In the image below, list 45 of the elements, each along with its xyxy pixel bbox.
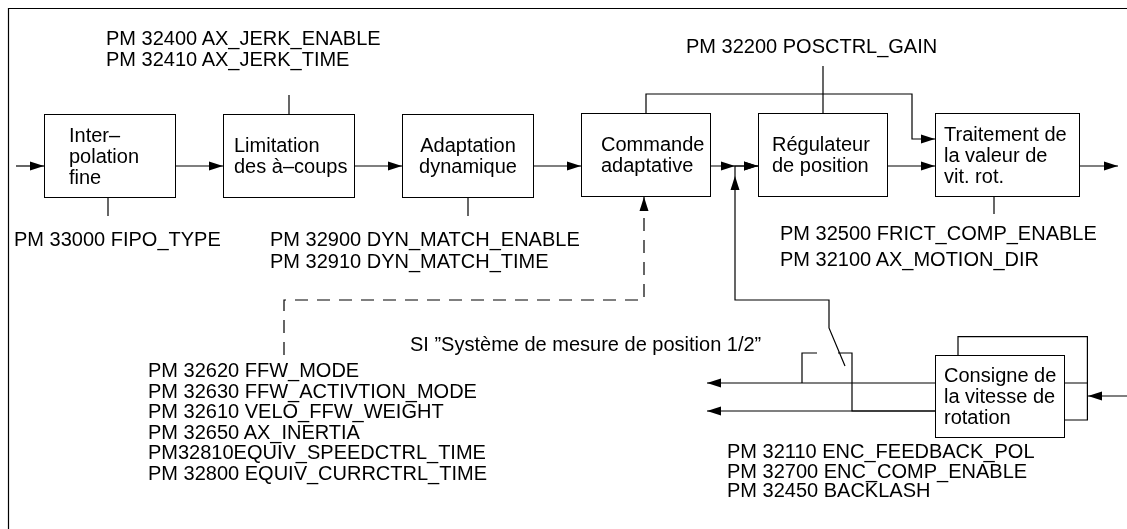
process-box	[223, 114, 355, 198]
parameter-text: PM 33000 FIPO_TYPE	[14, 229, 222, 250]
arrow	[175, 161, 224, 171]
arrow	[645, 93, 936, 144]
arrow	[706, 406, 936, 416]
parameter-text: PM 32900 DYN_MATCH_ENABLE	[270, 228, 581, 250]
process-box	[935, 113, 1080, 197]
box-label: Commande adaptative	[601, 134, 706, 176]
process-box	[402, 114, 534, 198]
parameter-text: PM 32620 FFW_MODE	[148, 360, 361, 381]
note-text: PM 32450 BACKLASH	[727, 481, 931, 501]
leader-line	[822, 65, 824, 114]
parameter-text: PM 32610 VELO_FFW_WEIGHT	[148, 401, 444, 422]
arrow	[354, 161, 403, 171]
stacked-process-box	[935, 336, 1088, 438]
parameter-text: PM 32100 AX_MOTION_DIR	[780, 247, 1040, 272]
parameter-text: PM 32410 AX_JERK_TIME	[106, 49, 350, 70]
leader-line	[467, 197, 469, 217]
note-text: PM 32110 ENC_FEEDBACK_POL	[727, 442, 1035, 462]
process-box	[44, 114, 176, 198]
box-label: Traitement de la valeur de vit. rot.	[944, 123, 1068, 187]
box-label: Inter– polation fine	[69, 124, 141, 188]
box-label: Régulateur de position	[772, 134, 871, 176]
parameter-text: PM 32200 POSCTRL_GAIN	[686, 36, 939, 57]
box-label: Consigne de la vitesse de rotation	[944, 365, 1058, 428]
arrow	[283, 196, 649, 356]
arrow	[15, 161, 45, 171]
process-box	[758, 113, 888, 197]
note-text: SI ”Système de mesure de position 1/2”	[410, 333, 762, 355]
arrow	[533, 161, 582, 171]
parameter-text: PM32810EQUIV_SPEEDCTRL_TIME	[148, 442, 487, 463]
leader-line	[288, 94, 290, 115]
arrow	[887, 161, 936, 171]
box-label: Adaptation dynamique	[418, 135, 518, 177]
leader-line	[107, 197, 109, 217]
arrow	[1087, 391, 1127, 401]
arrow	[706, 378, 936, 388]
box-label: Limitation des à–coups	[234, 135, 349, 177]
leader-line	[993, 196, 995, 215]
process-box	[581, 113, 711, 197]
parameter-text: PM 32500 FRICT_COMP_ENABLE	[780, 221, 1098, 246]
parameter-text: PM 32910 DYN_MATCH_TIME	[270, 250, 549, 272]
note-text: PM 32700 ENC_COMP_ENABLE	[727, 461, 1028, 481]
parameter-text: PM 32400 AX_JERK_ENABLE	[106, 28, 382, 49]
arrow	[1079, 161, 1119, 171]
